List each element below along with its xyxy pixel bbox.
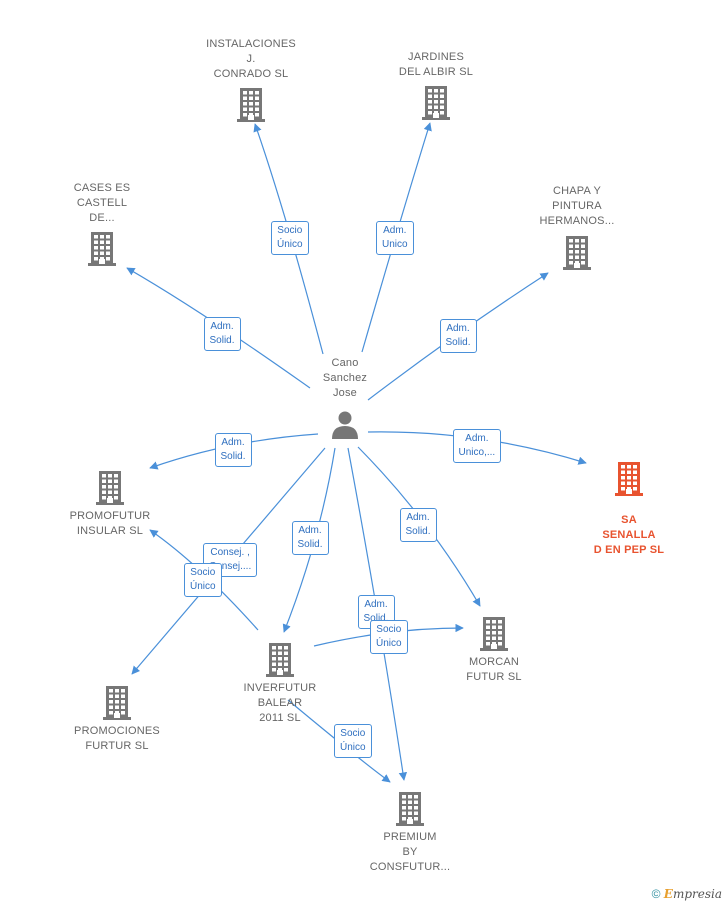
node-label-text: JARDINES DEL ALBIR SL [398, 51, 474, 78]
edge-label-inverfutur-morcan[interactable]: Socio Único [370, 620, 408, 654]
node-label-text: Cano Sanchez Jose [322, 357, 368, 399]
chapa-building-icon[interactable] [557, 234, 597, 270]
node-label-text: PROMOCIONES FURTUR SL [74, 725, 160, 752]
inverfutur-name-label[interactable]: INVERFUTUR BALEAR 2011 SL [210, 681, 350, 726]
promociones-building-icon[interactable] [97, 684, 137, 720]
person-name-label[interactable]: Cano Sanchez Jose [275, 356, 415, 401]
edge-label-center-chapa[interactable]: Adm. Solid. [439, 319, 477, 353]
cases-name-label[interactable]: CASES ES CASTELL DE... [32, 181, 172, 226]
edge-label-inverfutur-promofutur[interactable]: Socio Único [184, 563, 222, 597]
morcan-building-icon[interactable] [474, 615, 514, 651]
promofutur-name-label[interactable]: PROMOFUTUR INSULAR SL [40, 509, 180, 539]
edge-label-center-morcan[interactable]: Adm. Solid. [399, 508, 437, 542]
sasenalla-building-icon[interactable] [609, 460, 649, 496]
node-label-text: PREMIUM BY CONSFUTUR... [369, 831, 451, 873]
inverfutur-building-icon[interactable] [260, 641, 300, 677]
person-icon[interactable] [325, 410, 365, 440]
chapa-name-label[interactable]: CHAPA Y PINTURA HERMANOS... [507, 184, 647, 229]
node-label-text: PROMOFUTUR INSULAR SL [69, 510, 151, 537]
edge-label-center-instalaciones[interactable]: Socio Único [271, 221, 309, 255]
copyright-symbol: © [651, 887, 661, 901]
jardines-name-label[interactable]: JARDINES DEL ALBIR SL [366, 50, 506, 80]
node-label-text: SA SENALLA D EN PEP SL [593, 514, 665, 556]
edge-label-center-inverfutur[interactable]: Adm. Solid. [291, 521, 329, 555]
cases-building-icon[interactable] [82, 230, 122, 266]
node-label-text: INSTALACIONES J. CONRADO SL [206, 38, 296, 80]
edge-label-center-sasenalla[interactable]: Adm. Unico,... [452, 429, 502, 463]
edge-label-inverfutur-premium[interactable]: Socio Único [334, 724, 372, 758]
promofutur-building-icon[interactable] [90, 469, 130, 505]
edge-label-center-jardines[interactable]: Adm. Unico [376, 221, 414, 255]
node-label-text: MORCAN FUTUR SL [466, 656, 522, 683]
node-label-text: CHAPA Y PINTURA HERMANOS... [539, 185, 615, 227]
morcan-name-label[interactable]: MORCAN FUTUR SL [424, 655, 564, 685]
instalaciones-building-icon[interactable] [231, 86, 271, 122]
instalaciones-name-label[interactable]: INSTALACIONES J. CONRADO SL [181, 37, 321, 82]
promociones-name-label[interactable]: PROMOCIONES FURTUR SL [47, 724, 187, 754]
sasenalla-name-label[interactable]: SA SENALLA D EN PEP SL [559, 513, 699, 558]
edge-label-center-cases[interactable]: Adm. Solid. [203, 317, 241, 351]
premium-name-label[interactable]: PREMIUM BY CONSFUTUR... [340, 830, 480, 875]
footer-brand: © Empresia [652, 887, 722, 901]
jardines-building-icon[interactable] [416, 84, 456, 120]
brand-logo: Empresia [663, 887, 722, 901]
node-label-text: INVERFUTUR BALEAR 2011 SL [243, 682, 317, 724]
edge-label-center-promofutur[interactable]: Adm. Solid. [214, 433, 252, 467]
premium-building-icon[interactable] [390, 790, 430, 826]
node-label-text: CASES ES CASTELL DE... [73, 182, 131, 224]
